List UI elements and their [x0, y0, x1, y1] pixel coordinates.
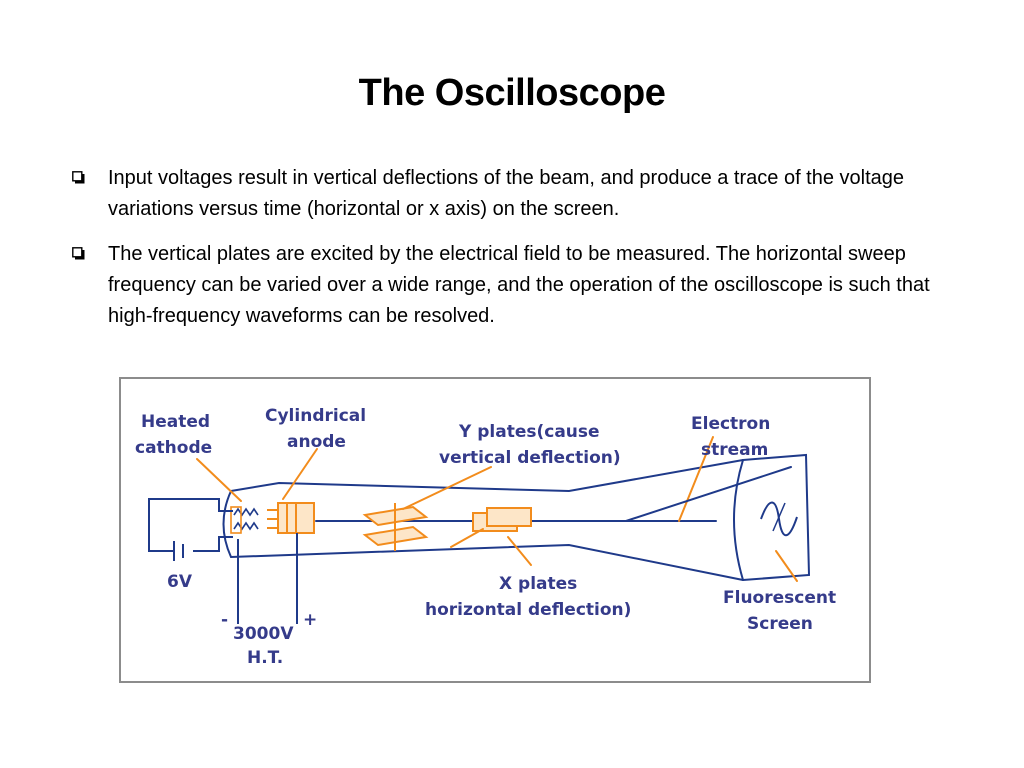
label-cylindrical: Cylindrical — [265, 406, 366, 426]
label-fluorescent: Fluorescent — [723, 588, 836, 608]
bullet-item: The vertical plates are excited by the e… — [70, 239, 950, 332]
label-3000v: 3000V — [233, 624, 294, 644]
x-plates — [472, 507, 532, 532]
label-y-plates: Y plates(cause — [458, 422, 600, 442]
tube-top-wall — [230, 459, 744, 493]
bullet-item: Input voltages result in vertical deflec… — [70, 163, 950, 225]
screen-face-outline — [733, 459, 744, 581]
tube-bottom-wall — [230, 543, 744, 581]
label-cathode: cathode — [135, 438, 212, 458]
crt-diagram: Heated cathode Cylindrical anode Y plate… — [119, 377, 871, 683]
leader-lines — [196, 436, 798, 582]
cathode-filament-icon — [233, 507, 259, 531]
heater-circuit — [148, 498, 298, 624]
label-plus: + — [303, 610, 317, 630]
waveform-trace-icon — [760, 501, 798, 537]
label-6v: 6V — [167, 572, 193, 592]
bullet-text: Input voltages result in vertical deflec… — [108, 167, 905, 220]
y-plates — [362, 503, 429, 551]
slide-title: The Oscilloscope — [358, 72, 666, 114]
crt-diagram-svg: Heated cathode Cylindrical anode Y plate… — [135, 406, 836, 668]
label-anode: anode — [287, 432, 346, 452]
checkbox-bullet-icon — [72, 247, 85, 260]
bullet-list: Input voltages result in vertical deflec… — [70, 163, 950, 346]
cathode-body — [230, 506, 242, 534]
label-electron: Electron — [691, 414, 770, 434]
label-ht: H.T. — [247, 648, 283, 668]
label-horizontal-deflection: horizontal deflection) — [425, 600, 631, 620]
label-heated: Heated — [141, 412, 210, 432]
trace-axis — [772, 502, 786, 532]
label-x-plates: X plates — [499, 574, 577, 594]
checkbox-bullet-icon — [72, 171, 85, 184]
label-minus: - — [221, 610, 228, 630]
tube-left-cap — [222, 490, 232, 558]
label-stream: stream — [701, 440, 768, 460]
screen-outline — [742, 453, 811, 581]
label-vertical-deflection: vertical deflection) — [439, 448, 621, 468]
label-screen: Screen — [747, 614, 813, 634]
bullet-text: The vertical plates are excited by the e… — [108, 243, 930, 327]
cylindrical-anode — [267, 502, 315, 534]
